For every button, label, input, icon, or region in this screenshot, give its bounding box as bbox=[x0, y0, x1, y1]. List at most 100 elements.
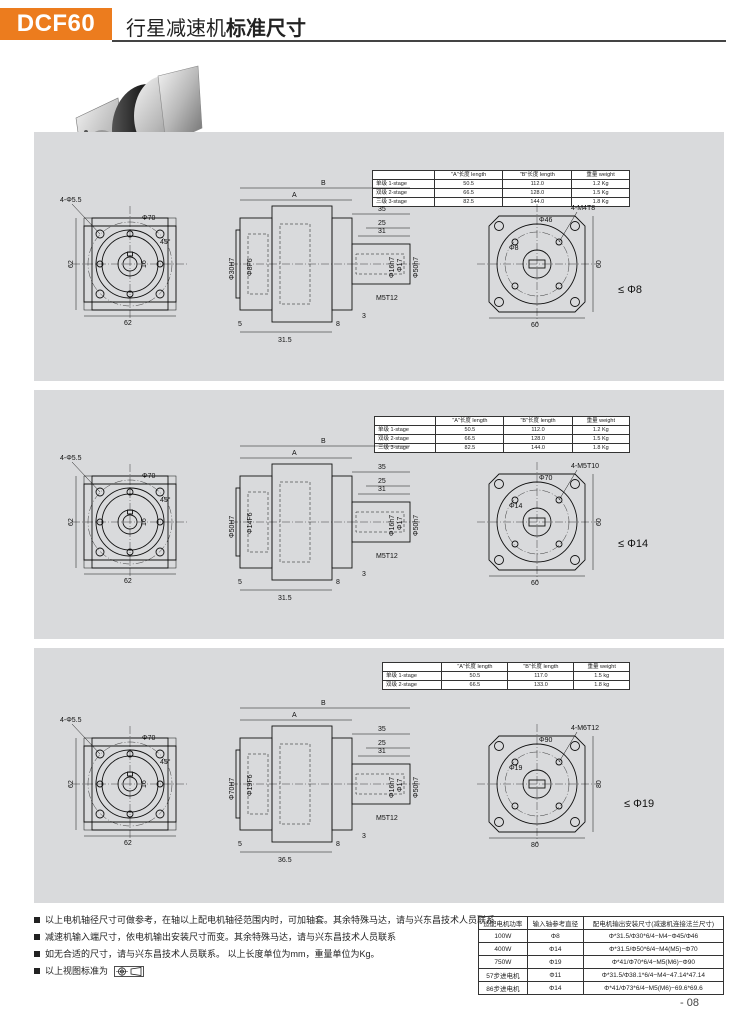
mounting-hole bbox=[95, 547, 105, 557]
title-bold: 标准尺寸 bbox=[226, 18, 306, 40]
dimension-label: 31.5 bbox=[278, 337, 292, 344]
note-item: 减速机输入端尺寸，依电机输出安装尺寸而变。其余特殊马达，请与兴东昌技术人员联系 bbox=[34, 929, 474, 946]
dimension-label: 8 bbox=[336, 579, 340, 586]
rear-flange-outline bbox=[488, 735, 586, 833]
notes-list: 以上电机轴径尺寸可做参考，在轴以上配电机轴径范围内时，可加轴套。其余特殊马达，请… bbox=[34, 912, 495, 980]
dimension-label: 4-M6T12 bbox=[571, 725, 599, 732]
rear-corner-hole bbox=[494, 741, 504, 751]
motor-adapter-table: 适配电机功率 输入轴参考直径 配电机输出安装尺寸(减速机连接法兰尺寸) 100W… bbox=[478, 916, 725, 995]
dimension-label: Φ90 bbox=[539, 737, 552, 744]
mounting-hole bbox=[95, 229, 105, 239]
dimension-label: 3 bbox=[362, 313, 366, 320]
dimension-label: Φ19F6 bbox=[247, 774, 254, 796]
dimension-label: A bbox=[292, 712, 297, 719]
mounting-hole bbox=[95, 487, 105, 497]
dimension-label: 16 bbox=[141, 260, 148, 268]
note-text: 以上视图标准为 bbox=[45, 966, 109, 976]
leader-line bbox=[558, 469, 578, 501]
dimension-label: 80 bbox=[596, 780, 603, 788]
dimension-label: 62 bbox=[124, 578, 132, 585]
leader-line bbox=[558, 211, 578, 243]
dimension-label: B bbox=[321, 180, 326, 187]
rear-screw-hole bbox=[511, 758, 519, 766]
table-cell: Φ14 bbox=[526, 981, 584, 995]
shaft-size-label: ≤ Φ8 bbox=[618, 284, 642, 296]
dimension-label: 31 bbox=[378, 228, 386, 235]
table-cell: Φ19 bbox=[526, 955, 584, 969]
dimension-label: 8 bbox=[336, 321, 340, 328]
rear-corner-hole bbox=[570, 297, 580, 307]
rear-screw-hole bbox=[511, 540, 519, 548]
dimension-label: B bbox=[321, 438, 326, 445]
mounting-hole bbox=[155, 487, 165, 497]
technical-drawing-2: 62624-Φ5.5Φ7045°16BA352531531.583M5T12Φ5… bbox=[60, 438, 603, 602]
dimension-label: B bbox=[321, 700, 326, 707]
dimension-label: Φ17 bbox=[397, 779, 404, 792]
technical-drawing-3: 62624-Φ5.5Φ7045°16BA352531536.583M5T12Φ7… bbox=[60, 700, 603, 864]
rear-corner-hole bbox=[494, 297, 504, 307]
mounting-hole bbox=[95, 749, 105, 759]
dimension-label: 45° bbox=[160, 758, 171, 766]
dimension-label: Φ16h7 bbox=[389, 257, 396, 278]
dimension-label: 60 bbox=[596, 260, 603, 268]
table-cell: Φ8 bbox=[526, 929, 584, 943]
table-header: 适配电机功率 bbox=[478, 916, 528, 930]
dimension-label: 25 bbox=[378, 740, 386, 747]
rear-corner-hole bbox=[494, 479, 504, 489]
rear-screw-hole bbox=[511, 496, 519, 504]
dimension-label: 4-Φ5.5 bbox=[60, 455, 82, 462]
header-rule bbox=[112, 40, 726, 42]
table-cell: Φ14 bbox=[526, 942, 584, 956]
dimension-label: 31.5 bbox=[278, 595, 292, 602]
dimension-label: 60 bbox=[531, 322, 539, 329]
title-light: 行星减速机 bbox=[126, 18, 226, 40]
rear-corner-hole bbox=[570, 221, 580, 231]
mounting-hole bbox=[95, 809, 105, 819]
dimension-label: Φ50h7 bbox=[413, 777, 420, 798]
dimension-label: 16 bbox=[141, 780, 148, 788]
dimension-label: Φ16h7 bbox=[389, 515, 396, 536]
table-cell: 1.8 Kg bbox=[571, 197, 630, 207]
dimension-label: Φ70 bbox=[142, 473, 155, 480]
table-cell: 100W bbox=[478, 929, 528, 943]
dimension-label: 4-M5T10 bbox=[571, 463, 599, 470]
mounting-hole bbox=[155, 289, 165, 299]
dimension-label: Φ14 bbox=[509, 503, 522, 510]
dimension-label: 5 bbox=[238, 321, 242, 328]
leader-line bbox=[71, 723, 101, 755]
table-cell: 三级 3-stage bbox=[372, 197, 435, 207]
dimension-label: 31 bbox=[378, 486, 386, 493]
rear-screw-hole bbox=[555, 238, 563, 246]
leader-line bbox=[558, 731, 578, 763]
dimension-label: 5 bbox=[238, 579, 242, 586]
rear-flange-outline bbox=[488, 215, 586, 313]
dimension-label: 5 bbox=[238, 841, 242, 848]
dimension-label: Φ19 bbox=[509, 765, 522, 772]
dimension-label: 16 bbox=[141, 518, 148, 526]
table-cell: 双级 2-stage bbox=[381, 680, 443, 690]
projection-symbol-icon bbox=[113, 966, 144, 978]
dimension-label: 62 bbox=[124, 320, 132, 327]
note-item: 以上视图标准为 bbox=[34, 963, 474, 980]
dimension-label: 31 bbox=[378, 748, 386, 755]
dimension-label: 4-Φ5.5 bbox=[60, 197, 82, 204]
dimension-label: Φ8 bbox=[509, 245, 519, 252]
dimension-label: 3 bbox=[362, 833, 366, 840]
dimension-label: 4-Φ5.5 bbox=[60, 717, 82, 724]
dimension-label: Φ70 bbox=[539, 475, 552, 482]
dimension-label: 62 bbox=[68, 518, 75, 526]
dimension-label: A bbox=[292, 450, 297, 457]
dimension-label: M5T12 bbox=[376, 815, 398, 822]
model-badge: DCF60 bbox=[0, 8, 112, 40]
table-cell: Φ*31.5/Φ50*6/4−M4(M5)−Φ70 bbox=[582, 942, 725, 956]
shaft-size-label: ≤ Φ19 bbox=[624, 798, 655, 810]
dimension-label: M5T12 bbox=[376, 295, 398, 302]
